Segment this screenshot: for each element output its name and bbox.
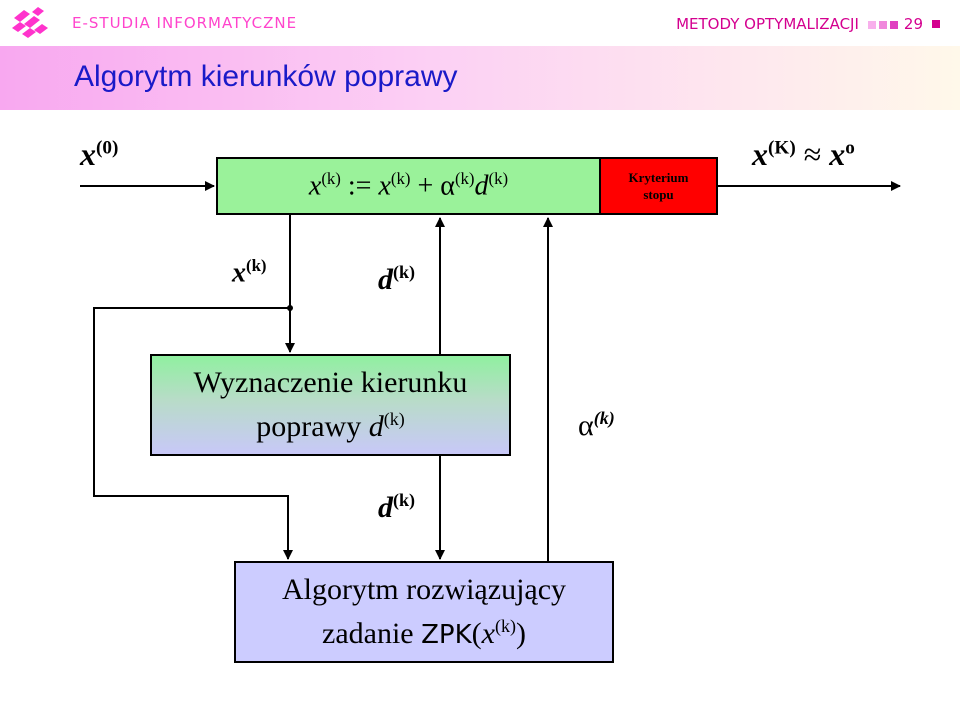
x-k-label: x(k) [232,256,267,289]
update-formula: x(k) := x(k) + α(k)d(k) [308,169,509,202]
logo-icon [12,7,48,38]
d-k-lower-label: d(k) [378,490,415,524]
slide-title: Algorytm kierunków poprawy [74,60,458,93]
course-name: METODY OPTYMALIZACJI [676,15,859,33]
alpha-k-label: α(k) [578,408,615,442]
page-marker [932,20,940,28]
page-number: 29 [903,15,923,33]
output-label: x(K) ≈ xo [752,136,855,172]
input-label: x(0) [80,136,119,172]
direction-line2: poprawy d(k) [256,409,405,443]
algorithm-box: Algorytm rozwiązujący zadanie ZPK(x(k)) [234,561,614,663]
title-band [0,46,960,110]
stop-line2: stopu [643,187,674,202]
stop-line1: Kryterium [628,170,689,185]
d-k-upper-label: d(k) [378,262,415,296]
stop-criterion-box: Kryterium stopu [599,157,718,215]
update-box: x(k) := x(k) + α(k)d(k) [216,157,601,215]
x-feedback-line [93,307,293,560]
page-dots [865,15,898,33]
direction-line1: Wyznaczenie kierunku [193,366,468,399]
algorithm-line2: zadanie ZPK(x(k)) [322,615,526,650]
direction-box: Wyznaczenie kierunku poprawy d(k) [150,354,511,456]
logo [8,4,52,40]
algorithm-line1: Algorytm rozwiązujący [281,572,567,606]
brand-name: E-STUDIA INFORMATYCZNE [72,14,298,32]
header-right: METODY OPTYMALIZACJI 29 [676,15,940,33]
junction-dot [287,305,293,311]
